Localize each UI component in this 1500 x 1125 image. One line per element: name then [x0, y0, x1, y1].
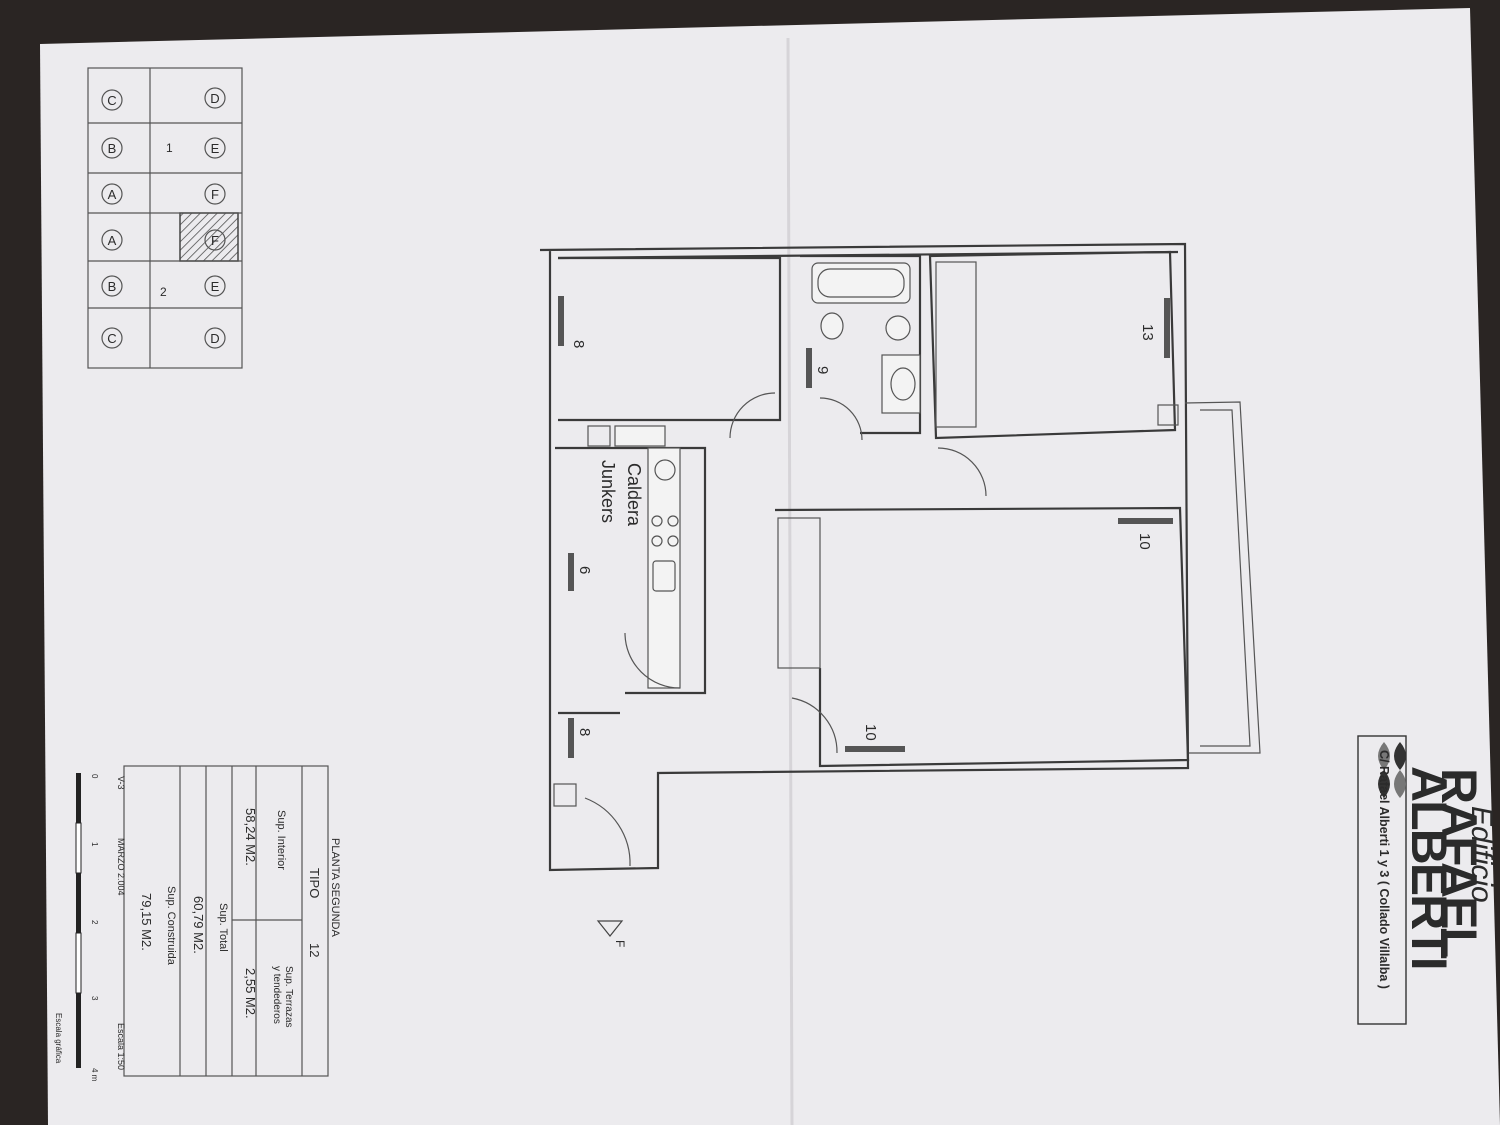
scale-tick: 4 m: [90, 1068, 99, 1082]
radiator-label: 9: [814, 366, 831, 374]
key-plan-right-units: D E F F E D: [204, 87, 226, 349]
key-unit-label: E: [211, 141, 220, 156]
interior-label: Sup. Interior: [275, 810, 287, 870]
key-unit-label: D: [210, 331, 219, 346]
brand-script-word: Edificio: [1465, 806, 1498, 903]
scale-bar: 0 1 2 3 4 m Escala gráfica: [54, 773, 99, 1082]
kitchen-wall: [555, 446, 707, 695]
built-label: Sup. Construida: [165, 886, 177, 966]
radiator-label: 10: [1136, 533, 1153, 550]
terraces-label-line1: Sup. Terrazas: [283, 966, 294, 1028]
kitchen-sink: [652, 560, 676, 592]
bathtub: [811, 262, 911, 304]
type-label: TIPO: [307, 868, 322, 898]
bedroom-2-wall: [928, 250, 1177, 440]
terrace: [1184, 401, 1261, 754]
entrance-door-swing: [584, 797, 631, 867]
washing-machine: [654, 459, 676, 481]
bedroom-1-wall: [558, 256, 782, 422]
brand-name-line1: RAFAEL: [1431, 768, 1487, 956]
brand-logo: Edificio RAFAEL ALBERTI C/ Rafael Albert…: [1357, 735, 1498, 1025]
key-stair-label: 2: [160, 285, 167, 299]
door-swing: [937, 447, 987, 497]
radiator-label: 6: [576, 566, 593, 574]
terraces-value: 2,55 M2.: [243, 968, 258, 1019]
hob: [651, 515, 663, 527]
radiator: [558, 296, 564, 346]
bathroom-wall: [800, 254, 922, 435]
built-value: 79,15 M2.: [139, 893, 154, 951]
kitchen-label-line2: Junkers: [598, 460, 618, 523]
total-value: 60,79 M2.: [191, 896, 206, 954]
radiator: [568, 553, 574, 591]
toilet: [820, 312, 844, 340]
interior-value: 58,24 M2.: [243, 808, 258, 866]
paper-fold: [786, 37, 794, 1125]
radiator-label: 8: [576, 728, 593, 736]
total-label: Sup. Total: [217, 903, 229, 952]
living-room-wall: [774, 506, 1190, 768]
key-unit-label: B: [108, 141, 117, 156]
radiator: [845, 746, 905, 752]
scale-tick: 0: [90, 774, 99, 779]
door-swing: [819, 397, 863, 441]
radiator: [1164, 298, 1170, 358]
radiator: [568, 718, 574, 758]
key-unit-label: F: [211, 233, 219, 248]
door-swing: [624, 632, 681, 689]
brand-name-line2: ALBERTI: [1401, 766, 1457, 969]
key-unit-label: B: [108, 279, 117, 294]
key-plan: C B A A B C D E F F E D 1 2: [87, 67, 243, 369]
brand-address: C/ Rafael Alberti 1 y 3 ( Collado Villal…: [1377, 750, 1391, 989]
key-unit-label: C: [107, 331, 116, 346]
plan-code: V-3: [116, 776, 126, 790]
kitchen-label-line1: Caldera: [624, 463, 644, 527]
outer-wall: [539, 242, 1190, 872]
scale-tick: 3: [90, 996, 99, 1001]
key-plan-highlighted-unit: [179, 212, 239, 262]
radiator: [806, 348, 812, 388]
scale-tick: 1: [90, 842, 99, 847]
radiator-label: 13: [1139, 324, 1156, 341]
floor-plan-sheet: C B A A B C D E F F E D 1 2: [40, 8, 1500, 1125]
apartment-plan: 8 9 13 6 10 10 8 Caldera Junkers F: [539, 242, 1261, 947]
key-stair-label: 1: [166, 141, 173, 155]
leaf-logo-icon: [1394, 742, 1406, 770]
plan-scale: Escala 1:50: [116, 1023, 126, 1070]
terraces-label-line2: y tendederos: [271, 966, 282, 1024]
scale-tick: 2: [90, 920, 99, 925]
paper: [40, 8, 1500, 1125]
washbasin: [881, 354, 921, 414]
key-unit-label: E: [211, 279, 220, 294]
key-unit-label: F: [211, 187, 219, 202]
radiator-label: 8: [570, 340, 587, 348]
key-unit-label: D: [210, 91, 219, 106]
type-value: 12: [307, 943, 322, 957]
north-label: F: [613, 940, 627, 947]
key-unit-label: A: [108, 187, 117, 202]
scale-caption: Escala gráfica: [54, 1013, 63, 1064]
key-unit-label: A: [108, 233, 117, 248]
radiator: [1118, 518, 1173, 524]
boiler: [614, 425, 666, 447]
title-heading: PLANTA SEGUNDA: [329, 838, 341, 937]
radiator-label: 10: [862, 724, 879, 741]
key-plan-left-units: C B A A B C: [101, 89, 123, 349]
key-unit-label: C: [107, 93, 116, 108]
door-swing: [729, 392, 776, 439]
bidet: [885, 315, 911, 341]
plan-date: MARZO 2.004: [116, 838, 126, 896]
wardrobe-2: [935, 261, 977, 428]
wardrobe-3: [777, 517, 821, 669]
door-swing: [791, 697, 838, 754]
title-block: PLANTA SEGUNDA TIPO 12 Sup. Interior 58,…: [116, 765, 341, 1077]
north-arrow-icon: [596, 920, 624, 937]
